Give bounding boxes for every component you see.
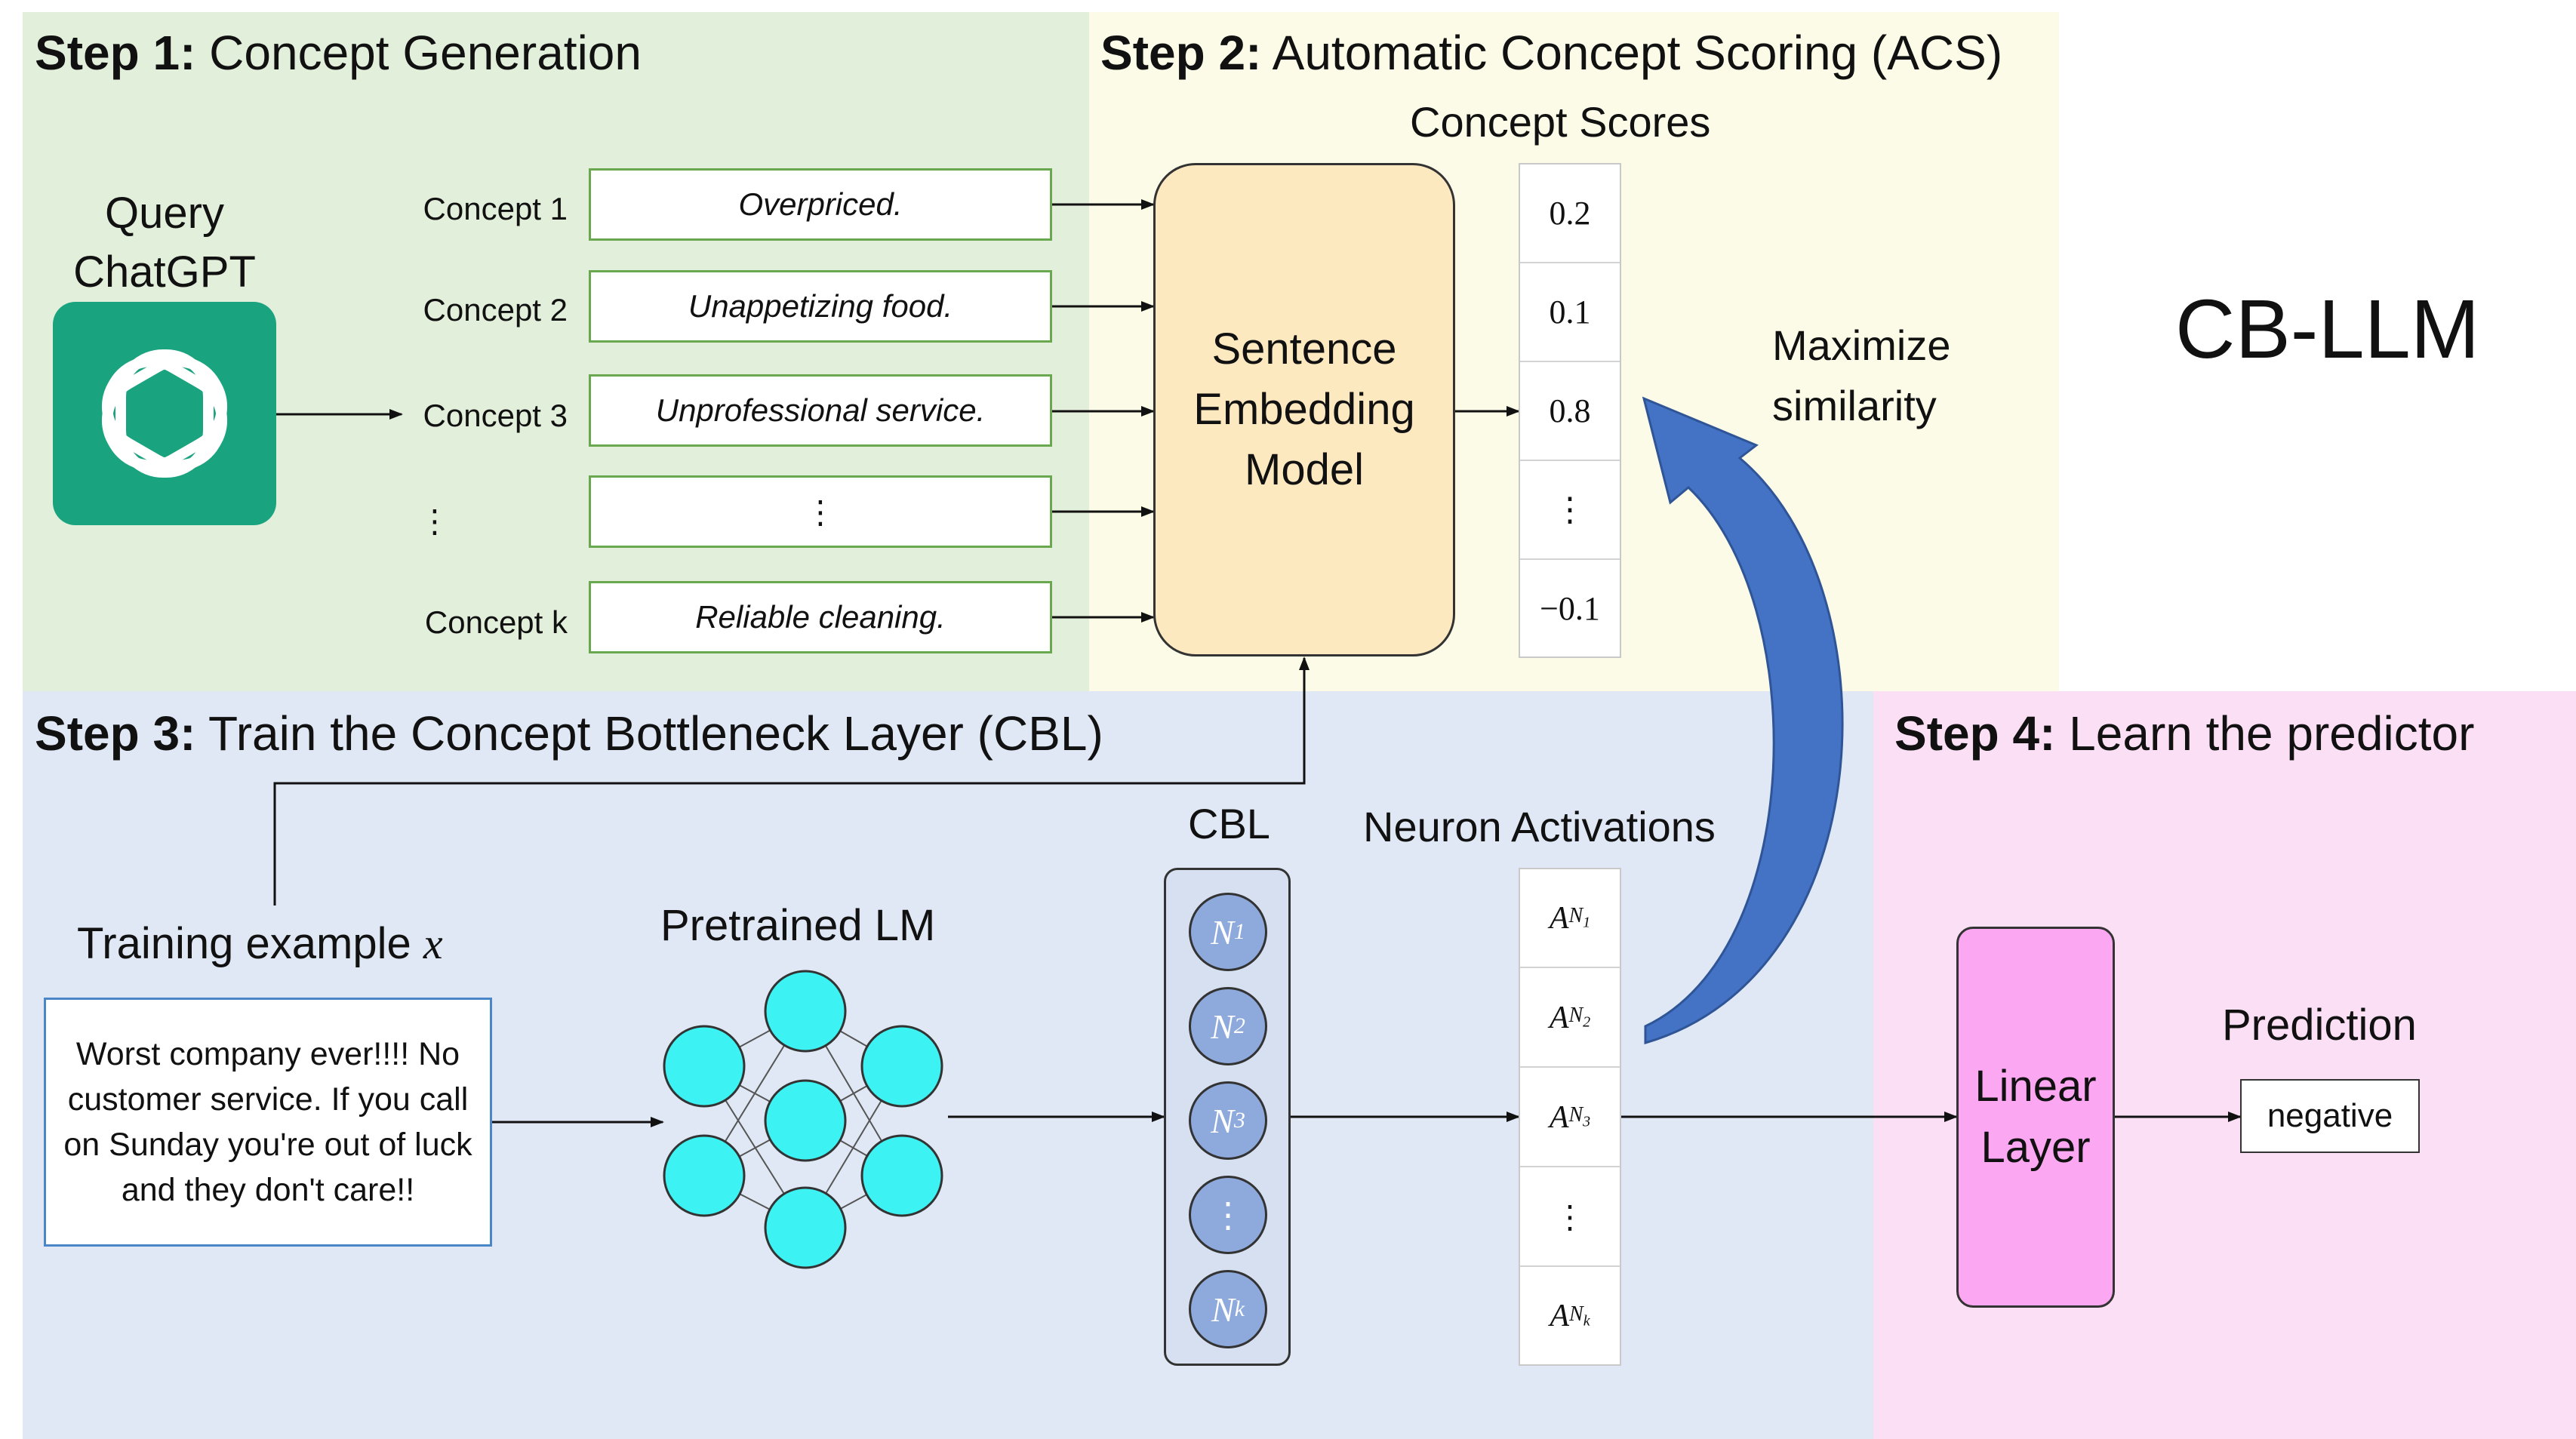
training-example-label: Training example x bbox=[77, 919, 443, 968]
maximize-similarity-label: Maximize similarity bbox=[1772, 321, 1951, 429]
cbl-neuron: ⋮ bbox=[1189, 1176, 1267, 1254]
lm-node bbox=[860, 1134, 943, 1217]
concept-box: Unappetizing food. bbox=[589, 270, 1052, 343]
concept-box: ⋮ bbox=[589, 475, 1052, 548]
pretrained-lm-nodes bbox=[663, 970, 943, 1269]
concept-label-ellipsis: ⋮ bbox=[419, 503, 451, 539]
lm-node bbox=[764, 1186, 847, 1269]
concept-scores-column: 0.2 0.1 0.8 ⋮ −0.1 bbox=[1519, 163, 1621, 658]
concept-scores-title: Concept Scores bbox=[1410, 98, 1711, 146]
query-chatgpt-label: Query ChatGPT bbox=[73, 189, 256, 297]
chatgpt-icon bbox=[101, 349, 228, 478]
lm-node bbox=[663, 1025, 746, 1108]
score-cell: −0.1 bbox=[1540, 589, 1600, 627]
step1-title: Step 1: Concept Generation bbox=[35, 26, 642, 80]
linear-layer: Linear Layer bbox=[1956, 927, 2115, 1308]
maximize-similarity-arrow bbox=[1642, 396, 1844, 1045]
arrow-training-to-model bbox=[273, 656, 1310, 906]
score-cell: 0.1 bbox=[1520, 263, 1620, 362]
cbl-label: CBL bbox=[1188, 800, 1270, 847]
neuron-activations-title: Neuron Activations bbox=[1363, 803, 1716, 850]
training-example-box: Worst company ever!!!! No customer servi… bbox=[44, 998, 492, 1247]
step2-title: Step 2: Automatic Concept Scoring (ACS) bbox=[1100, 26, 2003, 80]
lm-node bbox=[663, 1134, 746, 1217]
score-cell: 0.8 bbox=[1520, 362, 1620, 461]
concept-label: Concept 2 bbox=[423, 292, 568, 327]
prediction-title: Prediction bbox=[2222, 1001, 2417, 1050]
lm-node bbox=[764, 970, 847, 1053]
sentence-embedding-model: Sentence Embedding Model bbox=[1153, 163, 1455, 656]
cb-llm-brand: CB-LLM bbox=[2175, 283, 2480, 376]
lm-node bbox=[764, 1079, 847, 1162]
score-cell: 0.2 bbox=[1520, 165, 1620, 263]
step4-title: Step 4: Learn the predictor bbox=[1894, 706, 2475, 761]
concept-label: Concept k bbox=[424, 604, 568, 640]
concept-box: Unprofessional service. bbox=[589, 374, 1052, 447]
chatgpt-logo bbox=[53, 302, 276, 525]
lm-node bbox=[860, 1025, 943, 1108]
concept-label: Concept 1 bbox=[423, 191, 568, 226]
concept-box: Overpriced. bbox=[589, 168, 1052, 241]
concept-label: Concept 3 bbox=[423, 398, 568, 433]
activation-cell: ⋮ bbox=[1520, 1168, 1620, 1267]
score-cell: ⋮ bbox=[1520, 461, 1620, 560]
prediction-box: negative bbox=[2240, 1079, 2420, 1153]
concept-box: Reliable cleaning. bbox=[589, 581, 1052, 653]
pretrained-lm-label: Pretrained LM bbox=[660, 901, 936, 950]
step3-title: Step 3: Train the Concept Bottleneck Lay… bbox=[35, 706, 1103, 761]
